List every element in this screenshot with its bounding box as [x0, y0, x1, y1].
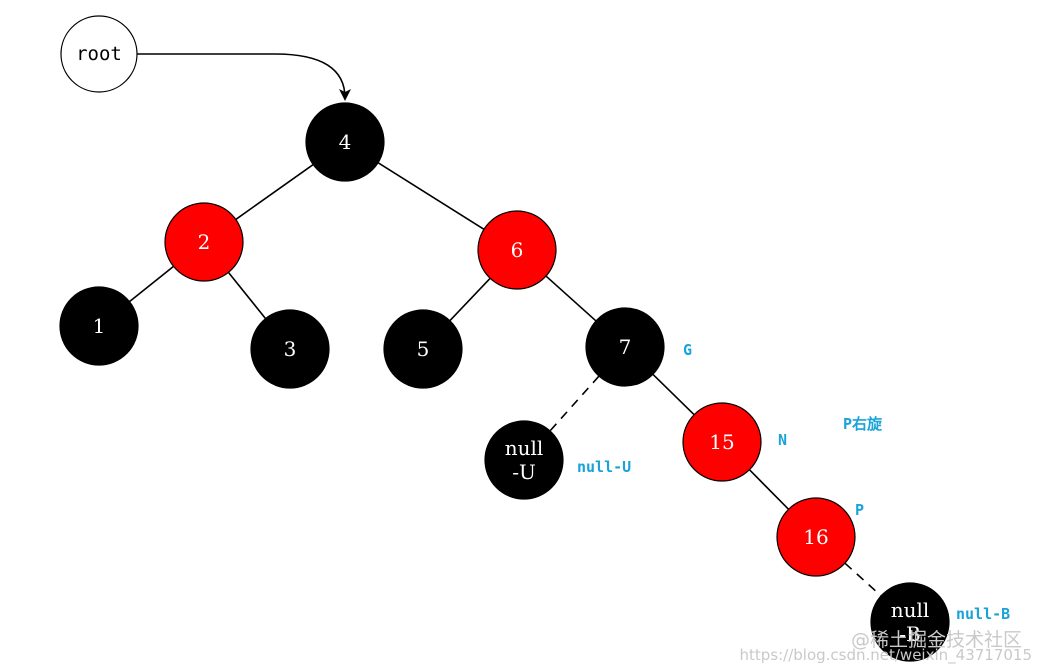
edge-n6-n7	[545, 275, 597, 322]
watermark-brand: @稀土掘金技术社区	[851, 629, 1022, 651]
edge-n15-n16	[748, 469, 790, 510]
tree-edges	[128, 162, 882, 597]
node-label: null	[505, 436, 544, 460]
node-label: 6	[511, 238, 524, 262]
tree-node-n7: 7	[585, 307, 665, 387]
tree-node-nB: null-B	[870, 582, 950, 662]
annotation-nullu: null-U	[577, 458, 631, 476]
annotation-g: G	[683, 341, 692, 359]
tree-node-nU: null-U	[484, 420, 564, 500]
edge-n4-n2	[235, 163, 314, 221]
node-label: 3	[284, 337, 297, 361]
root-pointer: root	[60, 15, 351, 101]
node-circle	[484, 420, 564, 500]
node-circle	[776, 497, 856, 577]
node-label: null	[891, 598, 930, 622]
node-label: 4	[339, 130, 352, 154]
node-circle	[305, 102, 385, 182]
edge-n4-n6	[377, 162, 485, 230]
annotation-nullb: null-B	[956, 605, 1010, 623]
edge-n7-nU	[549, 375, 600, 432]
watermark-url: https://blog.csdn.net/weixin_43717015	[739, 646, 1032, 665]
annotation-n: N	[778, 431, 787, 449]
edge-n16-nB	[844, 562, 882, 597]
tree-node-n6: 6	[477, 210, 557, 290]
tree-node-n1: 1	[59, 286, 139, 366]
node-circle	[870, 582, 950, 662]
tree-node-n5: 5	[383, 309, 463, 389]
node-circle	[383, 309, 463, 389]
tree-node-n4: 4	[305, 102, 385, 182]
edge-n2-n3	[227, 271, 267, 320]
node-label: 1	[93, 314, 106, 338]
node-label: 5	[417, 337, 430, 361]
node-circle	[585, 307, 665, 387]
root-label: root	[76, 43, 122, 65]
edge-n7-n15	[652, 373, 695, 416]
tree-node-n16: 16	[776, 497, 856, 577]
tree-node-n2: 2	[164, 202, 244, 282]
watermark: @稀土掘金技术社区https://blog.csdn.net/weixin_43…	[739, 629, 1032, 665]
edge-n6-n5	[449, 277, 491, 322]
node-circle	[477, 210, 557, 290]
node-circle	[250, 309, 330, 389]
node-circle	[59, 286, 139, 366]
node-label: 16	[803, 525, 828, 549]
node-circle	[164, 202, 244, 282]
edge-n2-n1	[128, 265, 175, 303]
annotation-rot: P右旋	[843, 415, 883, 433]
node-label: 7	[619, 335, 632, 359]
tree-node-n3: 3	[250, 309, 330, 389]
node-label: 2	[198, 230, 211, 254]
node-label: -U	[512, 460, 536, 484]
node-circle	[682, 402, 762, 482]
node-label: 15	[709, 430, 734, 454]
tree-node-n15: 15	[682, 402, 762, 482]
node-label: -B	[899, 622, 920, 646]
root-arrow	[137, 53, 351, 101]
annotation-p: P	[855, 501, 864, 519]
